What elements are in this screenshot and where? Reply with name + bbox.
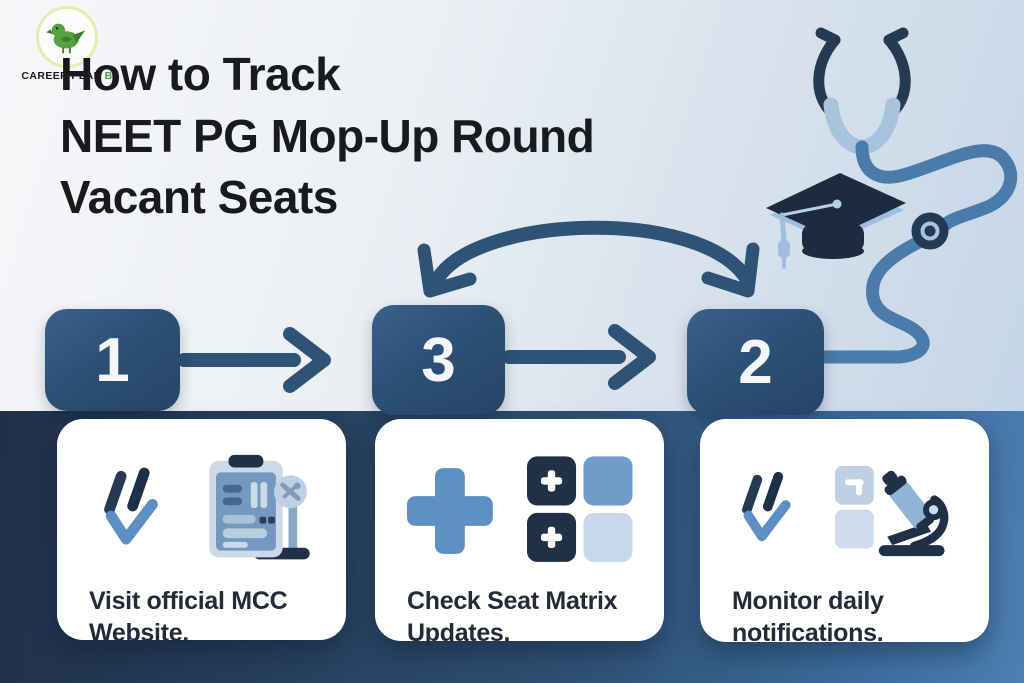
- step-card-2: Monitor daily notifications.: [700, 419, 989, 647]
- step-number: 2: [738, 327, 773, 397]
- plus-icon: [407, 468, 493, 554]
- bird-icon: [36, 6, 98, 68]
- card-icons: [89, 447, 318, 575]
- card-icons: [407, 447, 636, 575]
- title-line-2: NEET PG Mop-Up Round: [60, 109, 595, 162]
- step-label: Monitor daily notifications.: [732, 587, 884, 647]
- seat-matrix-grid-icon: [526, 456, 633, 562]
- step-badge-2: 2: [687, 309, 824, 415]
- step-label: Visit official MCC Website.: [89, 587, 288, 647]
- double-check-icon: [103, 467, 158, 545]
- step-badge-3: 3: [372, 305, 505, 415]
- step-badge-1: 1: [45, 309, 180, 411]
- microscope-icon: [834, 465, 948, 557]
- title-line-1: How to Track: [60, 48, 341, 100]
- brand-name-text: CAREER PLAN: [21, 70, 102, 82]
- card-icons: [732, 447, 961, 575]
- double-check-icon: [742, 471, 791, 542]
- step-card-3: Check Seat Matrix Updates.: [375, 419, 664, 647]
- step-label: Check Seat Matrix Updates.: [407, 587, 618, 647]
- page-title: How to Track NEET PG Mop-Up Round Vacant…: [60, 44, 595, 229]
- step-number: 1: [95, 325, 130, 395]
- brand-suffix: B: [104, 70, 113, 82]
- step-card-1: Visit official MCC Website.: [57, 419, 346, 647]
- title-line-3: Vacant Seats: [60, 171, 338, 224]
- clipboard-settings-icon: [208, 454, 310, 560]
- step-number: 3: [421, 325, 456, 395]
